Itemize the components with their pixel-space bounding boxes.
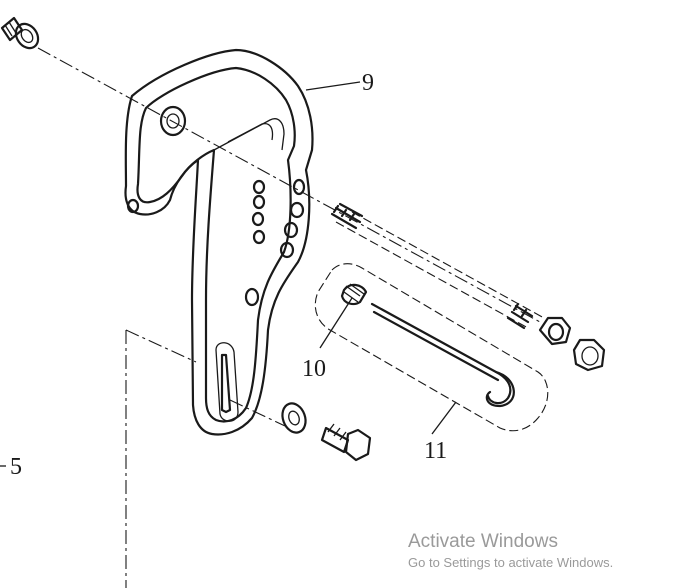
activation-watermark: Activate Windows Go to Settings to activ… xyxy=(408,530,613,572)
pivot-axis-line xyxy=(37,47,541,323)
washer-and-bolt xyxy=(281,402,372,462)
watermark-subtitle: Go to Settings to activate Windows. xyxy=(408,555,614,570)
spring-and-rod-kit xyxy=(314,263,549,432)
callout-11: 11 xyxy=(424,438,447,464)
leader-9 xyxy=(305,81,361,91)
clamp-bracket xyxy=(124,48,314,436)
callout-10: 10 xyxy=(302,356,326,382)
part-5-leader-lines xyxy=(125,329,286,588)
callout-9: 9 xyxy=(362,70,374,96)
leader-10 xyxy=(319,297,353,349)
bushing-top-left xyxy=(0,16,40,50)
spring-pin-assembly xyxy=(330,202,606,372)
leader-11 xyxy=(431,401,457,435)
watermark-title: Activate Windows xyxy=(408,531,558,552)
callout-5: 5 xyxy=(10,454,22,480)
